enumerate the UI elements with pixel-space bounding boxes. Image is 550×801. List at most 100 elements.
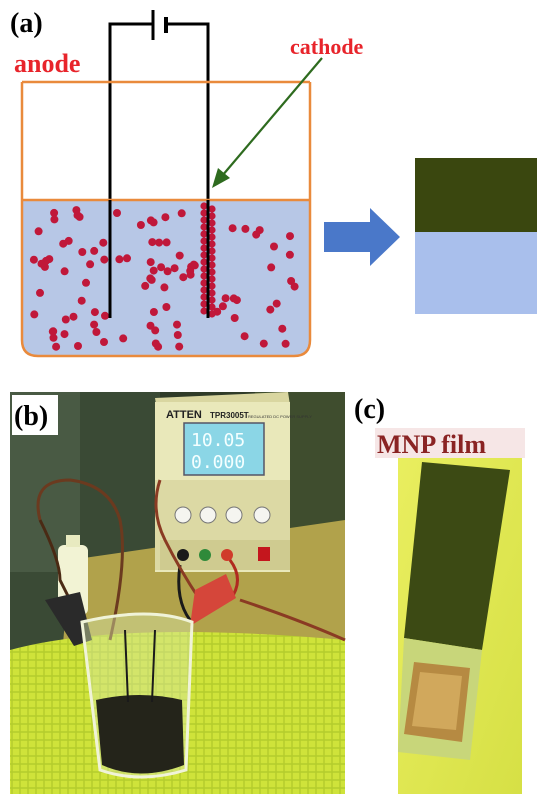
nanoparticle: [266, 305, 275, 314]
nanoparticle: [92, 328, 101, 336]
deposited-nanoparticle: [200, 300, 208, 308]
deposited-nanoparticle: [200, 244, 208, 252]
nanoparticle: [286, 232, 294, 241]
nanoparticle: [61, 315, 70, 324]
deposited-nanoparticle: [200, 265, 208, 273]
nanoparticle: [36, 288, 44, 297]
nanoparticle-solution: [96, 695, 184, 774]
nanoparticle: [148, 238, 157, 247]
beaker-outline: [20, 82, 312, 358]
nanoparticle: [100, 255, 109, 264]
nanoparticle: [161, 213, 170, 222]
panel-b-label: (b): [14, 401, 48, 432]
nanoparticle: [77, 296, 86, 305]
psu-brand: ATTEN: [166, 409, 202, 421]
nanoparticle: [287, 277, 296, 285]
nanoparticle: [162, 238, 171, 247]
deposited-nanoparticle: [208, 233, 216, 241]
nanoparticle: [52, 342, 61, 351]
psu-terminal-black: [177, 549, 189, 561]
nanoparticle: [186, 270, 195, 279]
nanoparticle: [270, 242, 278, 251]
deposited-nanoparticles: [200, 202, 216, 318]
cathode-pointer-arrow: [212, 57, 323, 188]
panel-c-label: (c): [354, 394, 385, 425]
nanoparticle: [50, 215, 59, 224]
nanoparticle: [175, 342, 184, 351]
nanoparticle: [175, 251, 184, 260]
nanoparticle: [146, 216, 155, 225]
coated-film-region: [415, 158, 537, 232]
nanoparticle: [60, 330, 69, 339]
coated-electrode-result: [415, 158, 537, 314]
nanoparticle: [101, 311, 109, 320]
nanoparticle: [136, 221, 145, 229]
nanoparticle: [115, 255, 124, 264]
deposited-nanoparticle: [208, 275, 216, 283]
nanoparticle: [267, 263, 276, 272]
deposited-nanoparticle: [200, 307, 208, 315]
nanoparticle: [113, 209, 121, 217]
film-label-box: [375, 428, 525, 458]
film-label: MNP film: [377, 430, 486, 459]
psu-model: TPR3005T: [210, 411, 249, 420]
deposited-nanoparticle: [208, 240, 216, 248]
nanoparticle: [163, 267, 172, 276]
deposited-nanoparticle: [200, 279, 208, 287]
uncoated-region: [415, 232, 537, 314]
nanoparticle: [151, 326, 160, 335]
nanoparticle: [177, 209, 186, 218]
nanoparticle: [272, 299, 281, 308]
deposited-nanoparticle: [200, 237, 208, 245]
panel-c: (c) MNP film: [354, 394, 525, 794]
deposited-nanoparticle: [200, 272, 208, 280]
nanoparticle: [160, 283, 169, 292]
nanoparticle: [141, 281, 150, 290]
deposited-nanoparticle: [208, 219, 216, 227]
nanoparticle: [259, 339, 268, 348]
nanoparticle: [123, 254, 131, 263]
nanoparticle: [149, 266, 158, 275]
nanoparticle: [285, 250, 294, 259]
nanoparticle: [29, 255, 38, 264]
nanoparticle: [69, 312, 78, 321]
psu-knob: [174, 506, 192, 524]
nanoparticle: [86, 260, 95, 269]
nanoparticles: [29, 206, 299, 351]
deposited-nanoparticle: [200, 230, 208, 238]
nanoparticle: [221, 294, 230, 303]
nanoparticle: [281, 339, 290, 348]
deposited-nanoparticle: [200, 202, 208, 210]
nanoparticle: [34, 227, 43, 236]
nanoparticle: [179, 273, 188, 282]
deposited-nanoparticle: [208, 212, 216, 220]
nanoparticle: [119, 334, 128, 343]
deposited-nanoparticle: [208, 268, 216, 276]
deposited-nanoparticle: [200, 293, 208, 301]
power-supply: ATTEN TPR3005T REGULATED DC POWER SUPPLY…: [155, 392, 312, 572]
psu-knob: [225, 506, 243, 524]
nanoparticle: [170, 264, 179, 273]
nanoparticle: [37, 259, 46, 268]
psu-knob: [199, 506, 217, 524]
psu-knob: [253, 506, 271, 524]
lead-wires: [36, 478, 346, 642]
nanoparticle: [48, 327, 57, 336]
psu-terminal-green: [199, 549, 211, 561]
deposited-nanoparticle: [200, 223, 208, 231]
nanoparticle: [90, 320, 99, 329]
bottle-cap: [66, 535, 80, 547]
cathode-label: cathode: [290, 34, 364, 59]
psu-current-readout: 0.000: [191, 452, 245, 473]
nanoparticle: [241, 224, 250, 233]
nanoparticle: [146, 274, 155, 283]
deposited-nanoparticle: [208, 296, 216, 304]
deposited-nanoparticle: [208, 289, 216, 297]
panel-a: (a) anode cathode: [10, 8, 537, 358]
psu-power-switch: [258, 547, 270, 561]
nanoparticle: [60, 267, 69, 276]
deposited-nanoparticle: [200, 258, 208, 266]
nanoparticle: [162, 303, 171, 311]
